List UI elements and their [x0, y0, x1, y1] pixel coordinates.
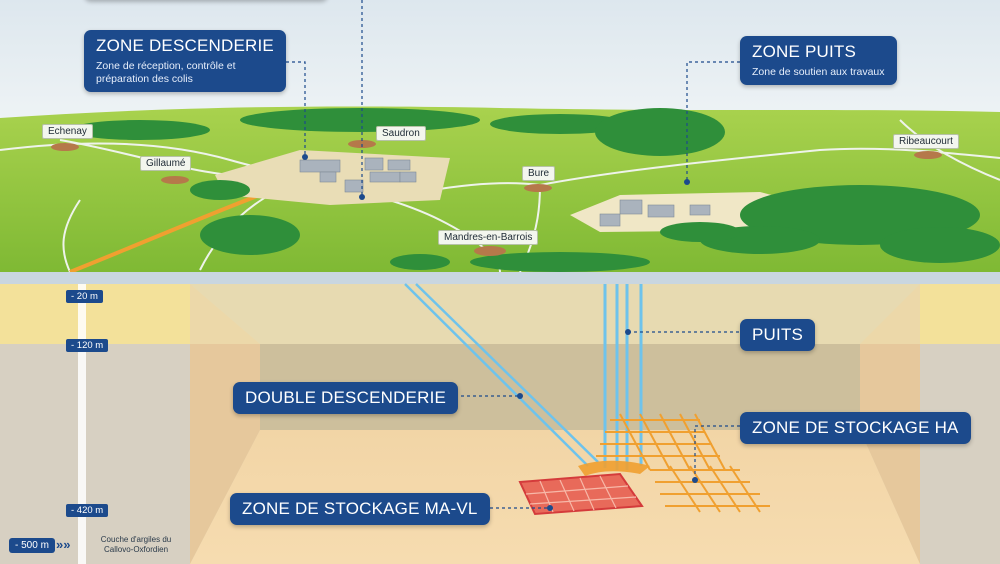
town-label: Gillaumé — [140, 156, 192, 171]
callout-stockage-mavl-title: ZONE DE STOCKAGE MA-VL — [242, 499, 478, 518]
callout-zone-puits-desc: Zone de soutien aux travaux — [752, 66, 885, 78]
town-label: Mandres-en-Barrois — [438, 230, 539, 245]
buildings — [299, 157, 711, 227]
town-label: Bure — [522, 166, 556, 181]
forests — [70, 108, 1000, 272]
callout-zone-descenderie-title: ZONE DESCENDERIE — [96, 36, 274, 55]
junction — [578, 460, 650, 476]
callout-stockage-ha: ZONE DE STOCKAGE HA — [740, 412, 971, 444]
town-label: Ribeaucourt — [893, 134, 959, 149]
depth-marker: - 420 m — [66, 504, 109, 517]
callout-zone-puits-title: ZONE PUITS — [752, 42, 857, 61]
town-label: Echenay — [42, 124, 93, 139]
depth-marker: - 20 m — [66, 290, 103, 303]
depth-marker: - 120 m — [66, 339, 109, 352]
callout-double-descenderie-title: DOUBLE DESCENDERIE — [245, 388, 447, 407]
chevron-right-icon: »» — [56, 537, 71, 552]
layer-limestone-right — [920, 284, 1000, 344]
callout-stockage-mavl: ZONE DE STOCKAGE MA-VL — [230, 493, 490, 525]
callout-puits: PUITS — [740, 319, 816, 351]
zone-stockage-ha-grid — [596, 413, 770, 513]
clay-layer-note: Couche d'argiles du Callovo-Oxfordien — [100, 535, 172, 554]
descenderie-ramps — [404, 283, 599, 467]
surface-edge — [0, 272, 1000, 284]
town-label: Saudron — [376, 126, 426, 141]
callout-stockage-ha-title: ZONE DE STOCKAGE HA — [752, 418, 959, 437]
leader-dots — [302, 154, 698, 511]
cutaway-left-wall — [190, 284, 260, 564]
zone-stockage-mavl-grid — [518, 472, 644, 516]
village-markers — [51, 140, 942, 256]
callout-puits-title: PUITS — [752, 325, 804, 344]
callout-zone-puits: ZONE PUITS Zone de soutien aux travaux — [740, 36, 897, 85]
callout-double-descenderie: DOUBLE DESCENDERIE — [233, 382, 459, 414]
depth-badge: - 500 m — [9, 538, 55, 553]
callout-zone-descenderie-desc: Zone de réception, contrôle et préparati… — [96, 60, 236, 85]
layer-marl — [0, 344, 190, 564]
callout-zone-descenderie: ZONE DESCENDERIE Zone de réception, cont… — [84, 30, 286, 92]
shafts — [603, 284, 643, 470]
layer-marl-right — [920, 344, 1000, 564]
depth-scale — [78, 284, 86, 564]
